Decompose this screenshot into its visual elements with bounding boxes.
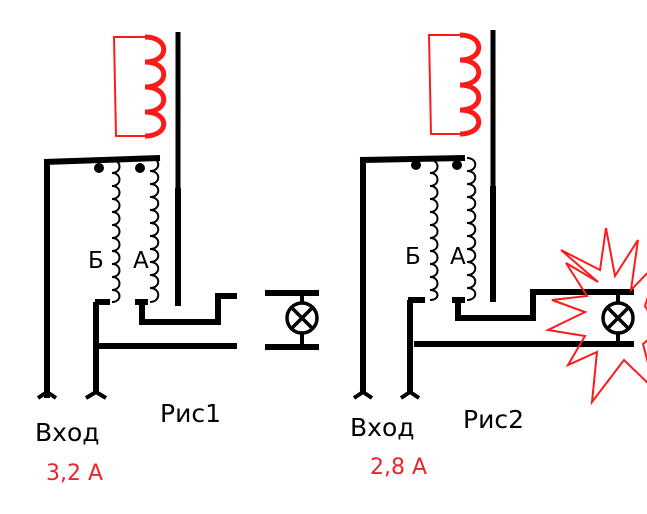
- winding-dot: [411, 160, 421, 170]
- winding-dot: [94, 163, 104, 173]
- winding-dot: [135, 163, 145, 173]
- coil-a-label: А: [133, 248, 149, 274]
- input-wire-left: [359, 155, 466, 392]
- input-terminal-right: [84, 389, 108, 400]
- lamp-connected: [601, 292, 635, 344]
- input-current: 3,2 А: [46, 461, 103, 486]
- coil-b-label: Б: [88, 248, 104, 274]
- coil-a-label: А: [450, 244, 466, 270]
- coil-b-label: Б: [405, 244, 421, 270]
- lamp-icon: [601, 301, 635, 335]
- input-terminal-right: [399, 389, 421, 400]
- coil-b: [94, 159, 121, 303]
- primary-coil: [427, 32, 482, 137]
- spark-icon: [544, 227, 647, 406]
- input-wire-right: [407, 297, 425, 392]
- output-wire-a: [135, 293, 237, 325]
- input-terminal-left: [352, 389, 374, 400]
- input-label: Вход: [350, 413, 415, 442]
- figure-1: Б А Вход Рис1 3,2 А: [35, 32, 319, 486]
- coil-a: [135, 157, 160, 303]
- input-terminal-left: [36, 389, 58, 400]
- lamp-disconnected: [265, 290, 319, 350]
- lamp-icon: [285, 301, 319, 335]
- primary-coil: [112, 34, 167, 139]
- figure-2: Б А Вход Рис2 2,8 А: [350, 30, 647, 480]
- output-wire-a: [452, 289, 634, 321]
- input-current: 2,8 А: [370, 455, 427, 480]
- winding-dot: [452, 160, 462, 170]
- input-wire-left: [43, 155, 161, 398]
- coil-a: [452, 157, 477, 301]
- input-label: Вход: [35, 418, 100, 447]
- figure-caption: Рис2: [463, 405, 524, 434]
- figure-caption: Рис1: [160, 399, 221, 428]
- coil-b: [411, 159, 439, 301]
